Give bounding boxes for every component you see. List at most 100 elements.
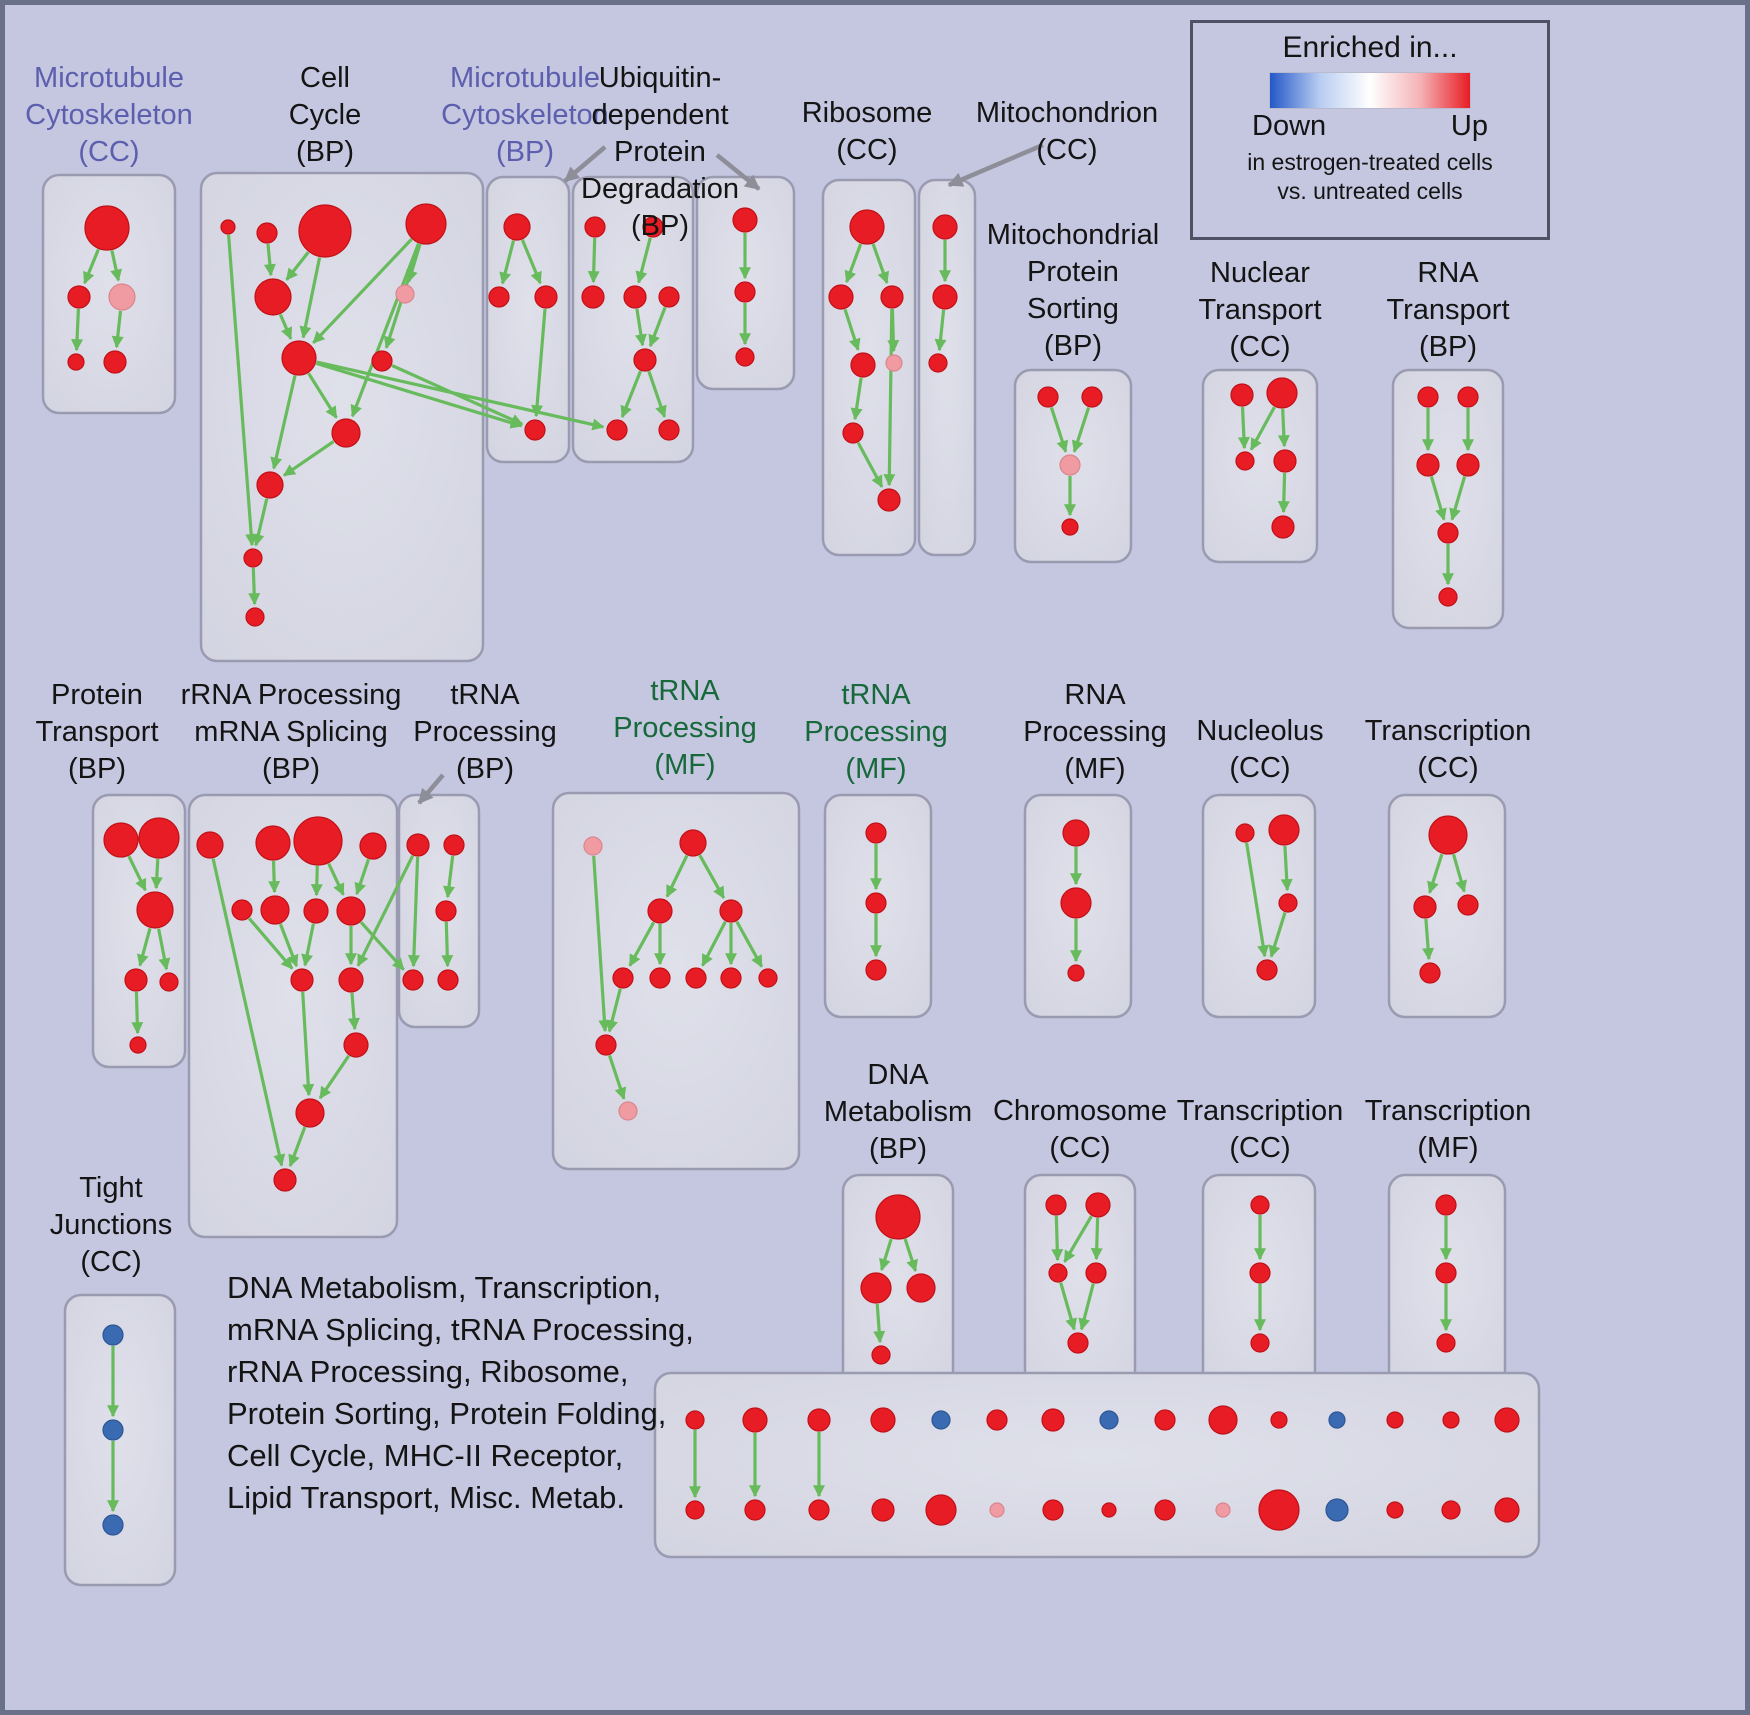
- edge-cc8-ma4: [391, 364, 524, 426]
- annotation-arrow-4: [417, 773, 445, 805]
- go-node-tm6: [649, 967, 671, 989]
- go-node-mxa2: [742, 1407, 768, 1433]
- go-node-cc2: [256, 222, 278, 244]
- edge-rb1-rb3: [871, 243, 890, 285]
- legend-caption-line1: in estrogen-treated cells: [1247, 149, 1493, 175]
- edge-nt1-nt3: [1237, 406, 1250, 450]
- edge-ta1-ta3: [1451, 853, 1467, 893]
- edge-mc1-mc3: [110, 250, 122, 282]
- go-node-mxa7: [1041, 1408, 1065, 1432]
- go-node-rr7: [303, 898, 329, 924]
- go-node-nt4: [1273, 449, 1297, 473]
- go-node-cc6: [395, 284, 415, 304]
- edge-ch2-ch3: [1063, 1215, 1093, 1263]
- go-node-tb1: [406, 833, 430, 857]
- edge-rr10-rr11: [347, 992, 360, 1031]
- edge-rb2-rb4: [843, 308, 861, 351]
- edge-ub5-ub6: [648, 306, 667, 348]
- go-node-tcc2: [1249, 1262, 1271, 1284]
- go-node-mxb1: [685, 1500, 705, 1520]
- edge-mc1-mc2: [83, 248, 100, 285]
- edge-ub4-ub6: [634, 308, 647, 347]
- go-node-dm4: [871, 1345, 891, 1365]
- edge-pt3-pt4: [136, 927, 152, 967]
- go-node-ch1: [1045, 1194, 1067, 1216]
- go-node-nt5: [1271, 515, 1295, 539]
- go-network-diagram: [41, 142, 1541, 1587]
- figure-note: DNA Metabolism, Transcription, mRNA Spli…: [227, 1270, 694, 1515]
- go-node-tn1: [865, 822, 887, 844]
- go-node-mxb12: [1325, 1498, 1349, 1522]
- go-node-nt2: [1266, 377, 1298, 409]
- go-node-ta3: [1457, 894, 1479, 916]
- edge-dm1-dm3: [903, 1238, 918, 1273]
- go-node-pt3: [136, 891, 174, 929]
- edge-mt2-mt3: [934, 309, 947, 352]
- go-node-tb3: [435, 900, 457, 922]
- legend-gradient-bar: [1269, 72, 1471, 109]
- go-node-cc3: [298, 204, 352, 258]
- edge-cc7-cc10: [270, 375, 297, 470]
- edge-rb6-rb7: [856, 441, 884, 488]
- go-node-cc5: [254, 278, 292, 316]
- go-node-tm3: [647, 898, 673, 924]
- go-node-rt6: [1438, 587, 1458, 607]
- edge-ub2-ub4: [635, 237, 652, 284]
- edge-tb2-tb3: [443, 855, 455, 899]
- rna-transport-box: [1391, 368, 1505, 630]
- go-node-rt5: [1437, 522, 1459, 544]
- go-node-cc8: [371, 350, 393, 372]
- go-node-nt3: [1235, 451, 1255, 471]
- go-node-mxa8: [1099, 1410, 1119, 1430]
- edge-cc4-cc9: [350, 243, 420, 418]
- go-node-cc12: [245, 607, 265, 627]
- edge-tm3-tm5: [628, 921, 656, 967]
- go-node-rr9: [290, 968, 314, 992]
- go-node-mxa10: [1208, 1405, 1238, 1435]
- go-node-rb5: [885, 354, 903, 372]
- edge-cc9-cc10: [283, 440, 335, 477]
- edge-pt1-pt3: [127, 855, 147, 892]
- go-node-ta4: [1419, 962, 1441, 984]
- edge-tb3-tb5: [441, 921, 454, 968]
- go-node-ub5: [658, 286, 680, 308]
- edge-mc2-mc4: [71, 308, 84, 352]
- annotation-arrow-2: [715, 153, 761, 191]
- edge-nt4-nt5: [1277, 472, 1290, 514]
- go-node-rt1: [1417, 386, 1439, 408]
- go-node-rt2: [1457, 386, 1479, 408]
- go-node-rb7: [877, 488, 901, 512]
- edge-tb1-rr10: [356, 854, 415, 967]
- go-node-nu2: [1268, 814, 1300, 846]
- go-node-mc1: [84, 205, 130, 251]
- go-node-mxa9: [1154, 1409, 1176, 1431]
- go-node-mc4: [67, 353, 85, 371]
- go-node-ub8: [658, 419, 680, 441]
- go-node-mxa14: [1442, 1411, 1460, 1429]
- edge-rr3-rr8: [327, 862, 345, 896]
- go-node-tm11: [618, 1101, 638, 1121]
- legend-ends-row: Down Up: [1252, 110, 1488, 143]
- edge-nt2-nt4: [1277, 408, 1290, 448]
- go-node-cc7: [281, 340, 317, 376]
- go-node-mxb10: [1215, 1502, 1231, 1518]
- tight-junctions-box: [63, 1293, 177, 1587]
- go-node-mxb9: [1154, 1499, 1176, 1521]
- misc-box: [653, 1371, 1541, 1559]
- edge-cc7-cc9: [307, 372, 338, 419]
- go-node-mxb11: [1258, 1489, 1300, 1531]
- go-node-tm4: [719, 899, 743, 923]
- go-node-pt2: [138, 817, 180, 859]
- go-node-cc10: [256, 471, 284, 499]
- go-node-tm10: [595, 1034, 617, 1056]
- go-node-tb4: [402, 969, 424, 991]
- legend-title: Enriched in...: [1282, 31, 1458, 64]
- go-node-ch2: [1085, 1192, 1111, 1218]
- legend: Enriched in... Down Up in estrogen-treat…: [1190, 20, 1550, 240]
- edge-ta2-ta4: [1422, 918, 1435, 961]
- edge-ma3-ma4: [531, 308, 547, 418]
- edge-rt4-rt5: [1449, 476, 1467, 521]
- go-node-cc4: [405, 203, 447, 245]
- go-node-tcc1: [1250, 1195, 1270, 1215]
- edge-tm4-tm9: [735, 920, 764, 968]
